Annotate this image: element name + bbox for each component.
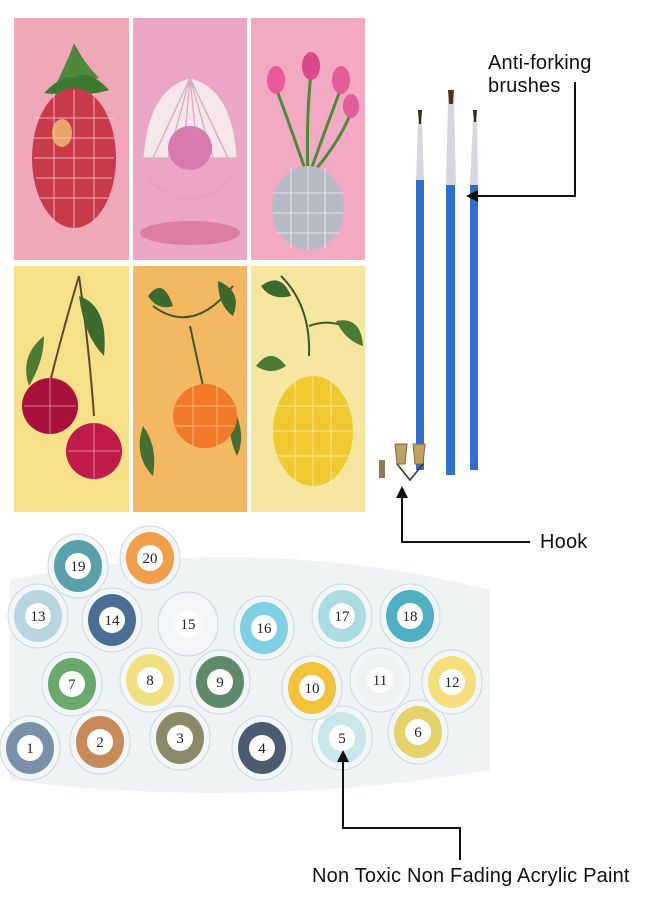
- paint-pot-badge: [99, 607, 125, 633]
- paint-pot-number: 6: [414, 725, 422, 741]
- paint-pot-badge: [17, 735, 43, 761]
- paint-pot-11: 11: [349, 647, 411, 713]
- paint-pot-19: 19: [47, 533, 109, 599]
- paint-pot-number: 19: [71, 559, 86, 575]
- painting-disco-cherries: [14, 266, 129, 512]
- paint-pot-2: 2: [69, 709, 131, 775]
- painting-disco-orange: [133, 266, 247, 512]
- paint-pot-badge: [137, 545, 163, 571]
- paint-pot-badge: [25, 603, 51, 629]
- paint-pot-badge: [175, 611, 201, 637]
- painting-disco-strawberry: [14, 18, 129, 260]
- paint-pot-13: 13: [7, 583, 69, 649]
- hook-image: [375, 440, 445, 485]
- paint-pot-number: 16: [257, 621, 273, 637]
- painting-disco-seashell: [133, 18, 247, 260]
- paint-pot-number: 1: [26, 741, 34, 757]
- paint-pot-badge: [87, 729, 113, 755]
- paint-pot-number: 5: [338, 731, 346, 747]
- paint-pot-18: 18: [379, 583, 441, 649]
- paint-pot-badge: [137, 667, 163, 693]
- brushes-label: Anti-forking brushes: [488, 52, 592, 97]
- paint-pot-16: 16: [233, 595, 295, 661]
- paint-pot-number: 7: [68, 677, 76, 693]
- paint-pot-14: 14: [81, 587, 143, 653]
- paint-pot-badge: [405, 719, 431, 745]
- paint-pot-20: 20: [119, 525, 181, 591]
- paint-pot-badge: [207, 669, 233, 695]
- paint-pot-number: 18: [403, 609, 418, 625]
- paint-pot-number: 10: [305, 681, 320, 697]
- paint-pot-number: 12: [445, 675, 460, 691]
- paint-pot-badge: [299, 675, 325, 701]
- paint-pot-17: 17: [311, 583, 373, 649]
- paint-label: Non Toxic Non Fading Acrylic Paint: [312, 865, 630, 887]
- paint-pot-5: 5: [311, 705, 373, 771]
- brushes-image: [400, 90, 500, 480]
- paint-pot-badge: [249, 735, 275, 761]
- paint-pot-badge: [397, 603, 423, 629]
- paint-pot-3: 3: [149, 705, 211, 771]
- paint-pot-12: 12: [421, 649, 483, 715]
- paint-pot-number: 13: [31, 609, 46, 625]
- paint-pot-badge: [439, 669, 465, 695]
- paint-pot-number: 20: [143, 551, 158, 567]
- paint-pot-badge: [251, 615, 277, 641]
- paint-pot-badge: [329, 725, 355, 751]
- paint-pot-number: 8: [146, 673, 154, 689]
- paint-pot-number: 17: [335, 609, 351, 625]
- paint-pot-number: 3: [176, 731, 184, 747]
- paint-pot-number: 11: [373, 673, 387, 689]
- hook-label: Hook: [540, 531, 588, 553]
- paint-pot-badge: [59, 671, 85, 697]
- paint-pot-8: 8: [119, 647, 181, 713]
- paint-pot-10: 10: [281, 655, 343, 721]
- paint-pot-number: 4: [258, 741, 266, 757]
- paint-pot-7: 7: [41, 651, 103, 717]
- paint-pot-number: 15: [181, 617, 196, 633]
- painting-tulips-disco-vase: [251, 18, 365, 260]
- paint-pot-number: 14: [105, 613, 121, 629]
- painting-disco-lemon: [251, 266, 365, 512]
- paint-pot-number: 9: [216, 675, 224, 691]
- paint-pot-badge: [367, 667, 393, 693]
- paint-pot-badge: [167, 725, 193, 751]
- paint-pot-4: 4: [231, 715, 293, 781]
- paint-pot-badge: [65, 553, 91, 579]
- paint-pot-1: 1: [0, 715, 61, 781]
- paint-pot-9: 9: [189, 649, 251, 715]
- paint-pot-number: 2: [96, 735, 104, 751]
- paint-pot-15: 15: [157, 591, 219, 657]
- paint-pot-badge: [329, 603, 355, 629]
